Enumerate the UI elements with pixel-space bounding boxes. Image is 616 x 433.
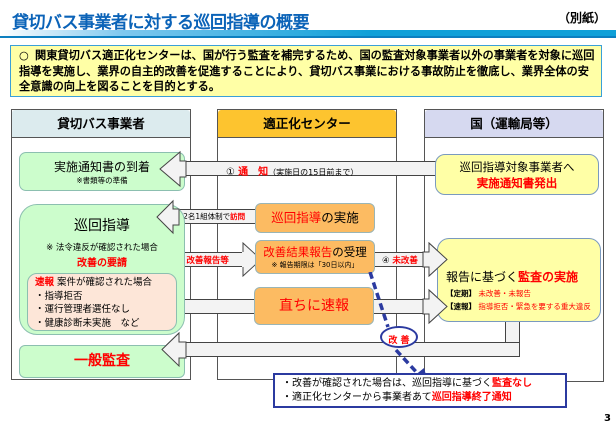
general-audit-box: 一般監査 [19,345,185,378]
notice-issue-line1: 巡回指導対象事業者へ [459,160,575,174]
header-rule-line [0,36,616,38]
column-header-operator: 貸切バス事業者 [12,110,190,138]
column-header-center: 適正化センター [218,110,396,138]
audit-periodic: 【定期】 未改善・未報告 [446,288,600,299]
arrow-unimproved-num: ④ [382,256,390,266]
notice-arrival-note: ※書類等の準備 [76,176,128,185]
report-receipt-label: 改善結果報告の受理 [256,244,374,260]
result-line-2: ・適正化センターから事業者あて巡回指導終了通知 [282,391,565,405]
page-number: 3 [604,413,611,424]
guidance-exec-red: 巡回指導 [271,210,322,225]
result-line-2-red: 巡回指導終了通知 [431,392,512,403]
arrow-general-audit-head-front [161,331,187,368]
audit-urgent: 【速報】 指導拒否・緊急を要する重大違反 [446,301,600,312]
audit-title-red: 監査の実施 [518,270,579,284]
improvement-dash-upper [368,272,390,328]
guidance-title: 巡回指導 [74,218,130,234]
urgent-cases-heading-red: 速報 [35,277,55,288]
improvement-badge-label: 改 善 [388,336,410,346]
guidance-request: 改善の要請 [77,258,127,269]
urgent-cases-heading-rest: 案件が確認された場合 [57,277,153,288]
page-title: 貸切バス事業者に対する巡回指導の概要 [12,13,310,33]
guidance-exec-rest: の実施 [321,210,359,225]
result-line-1: ・改善が確認された場合は、巡回指導に基づく監査なし [282,377,565,391]
notice-issue-box: 巡回指導対象事業者へ 実施通知書発出 [435,154,599,195]
notice-issue-line2: 実施通知書発出 [476,176,558,190]
arrow-unimproved-head-front [422,241,448,278]
notice-arrival-box: 実施通知書の到着 ※書類等の準備 [19,152,185,191]
audit-periodic-value: 未改善・未報告 [478,289,531,298]
audit-urgent-label: 【速報】 [446,302,476,311]
arrow-visit [172,209,262,224]
arrow-visit-text: 2名1組体制で [183,212,231,221]
urgent-cases-heading: 速報 案件が確認された場合 [35,276,176,290]
improvement-dash-lower [394,348,422,378]
urgent-case-item: ・運行管理者選任なし [35,304,131,315]
summary-bullet: ○ [19,49,29,62]
arrow-unimproved-red: 未改善 [392,256,418,266]
arrow-general-audit [178,342,520,357]
arrow-notice-num: ① [226,167,235,178]
arrow-notice-red: 通 知 [238,167,269,178]
urgent-case-item: ・指導拒否 [35,290,83,302]
attachment-label: （別紙） [557,11,606,25]
summary-box: ○関東貸切バス適正化センターは、国が行う監査を補完するため、国の監査対象事業者以… [10,45,602,97]
result-box: ・改善が確認された場合は、巡回指導に基づく監査なし ・適正化センターから事業者あ… [273,373,567,408]
arrow-report-head [242,241,262,278]
improvement-badge: 改 善 [380,326,418,348]
audit-box: 報告に基づく監査の実施 【定期】 未改善・未報告 【速報】 指導拒否・緊急を要す… [437,238,601,322]
arrow-notice-label: ① 通 知（実施日の15日前まで） [226,163,358,178]
audit-title: 報告に基づく監査の実施 [446,268,600,285]
result-line-2-prefix: ・適正化センターから事業者あて [282,392,432,403]
notice-arrival-title: 実施通知書の到着 [53,160,150,174]
arrow-urgent-head-front [422,288,448,325]
report-receipt-rest: の受理 [332,245,367,259]
immediate-report-label: 直ちに速報 [279,298,349,314]
header-rule [0,30,616,36]
report-receipt-box: 改善結果報告の受理 ※ 報告期限は「30日以内」 [255,240,375,274]
arrow-visit-red: 訪問 [230,212,246,221]
report-receipt-note: ※ 報告期限は「30日以内」 [271,261,359,269]
result-line-1-prefix: ・改善が確認された場合は、巡回指導に基づく [282,378,492,389]
immediate-report-box: 直ちに速報 [254,287,374,325]
audit-periodic-label: 【定期】 [446,289,476,298]
column-header-government: 国（運輸局等） [425,110,603,138]
urgent-cases-box: 速報 案件が確認された場合 ・指導拒否 ・運行管理者選任なし ・健康診断未実施 … [27,273,177,331]
urgent-case-item: ・健康診断未実施 など [35,317,140,329]
arrow-unimproved [372,252,430,267]
report-receipt-red: 改善結果報告 [263,245,333,259]
guidance-exec-label: 巡回指導の実施 [256,204,374,232]
guidance-note: ※ 法令違反が確認された場合 [46,243,158,253]
arrow-notice-note: （実施日の15日前まで） [268,168,359,177]
arrow-general-audit-inner-corner [505,322,506,343]
guidance-exec-box: 巡回指導の実施 [255,203,375,233]
arrow-notice [178,161,458,176]
arrow-notice-head-front [159,150,187,188]
general-audit-label: 一般監査 [74,353,130,369]
audit-urgent-value: 指導拒否・緊急を要する重大違反 [478,302,591,311]
result-line-1-red: 監査なし [492,378,532,389]
summary-text: 関東貸切バス適正化センターは、国が行う監査を補完するため、国の監査対象事業者以外… [19,49,595,93]
audit-title-prefix: 報告に基づく [446,270,519,284]
arrow-visit-head-front [156,199,180,235]
arrow-report-red: 改善報告等 [186,256,229,266]
arrow-unimproved-label: ④ 未改善 [382,254,418,266]
